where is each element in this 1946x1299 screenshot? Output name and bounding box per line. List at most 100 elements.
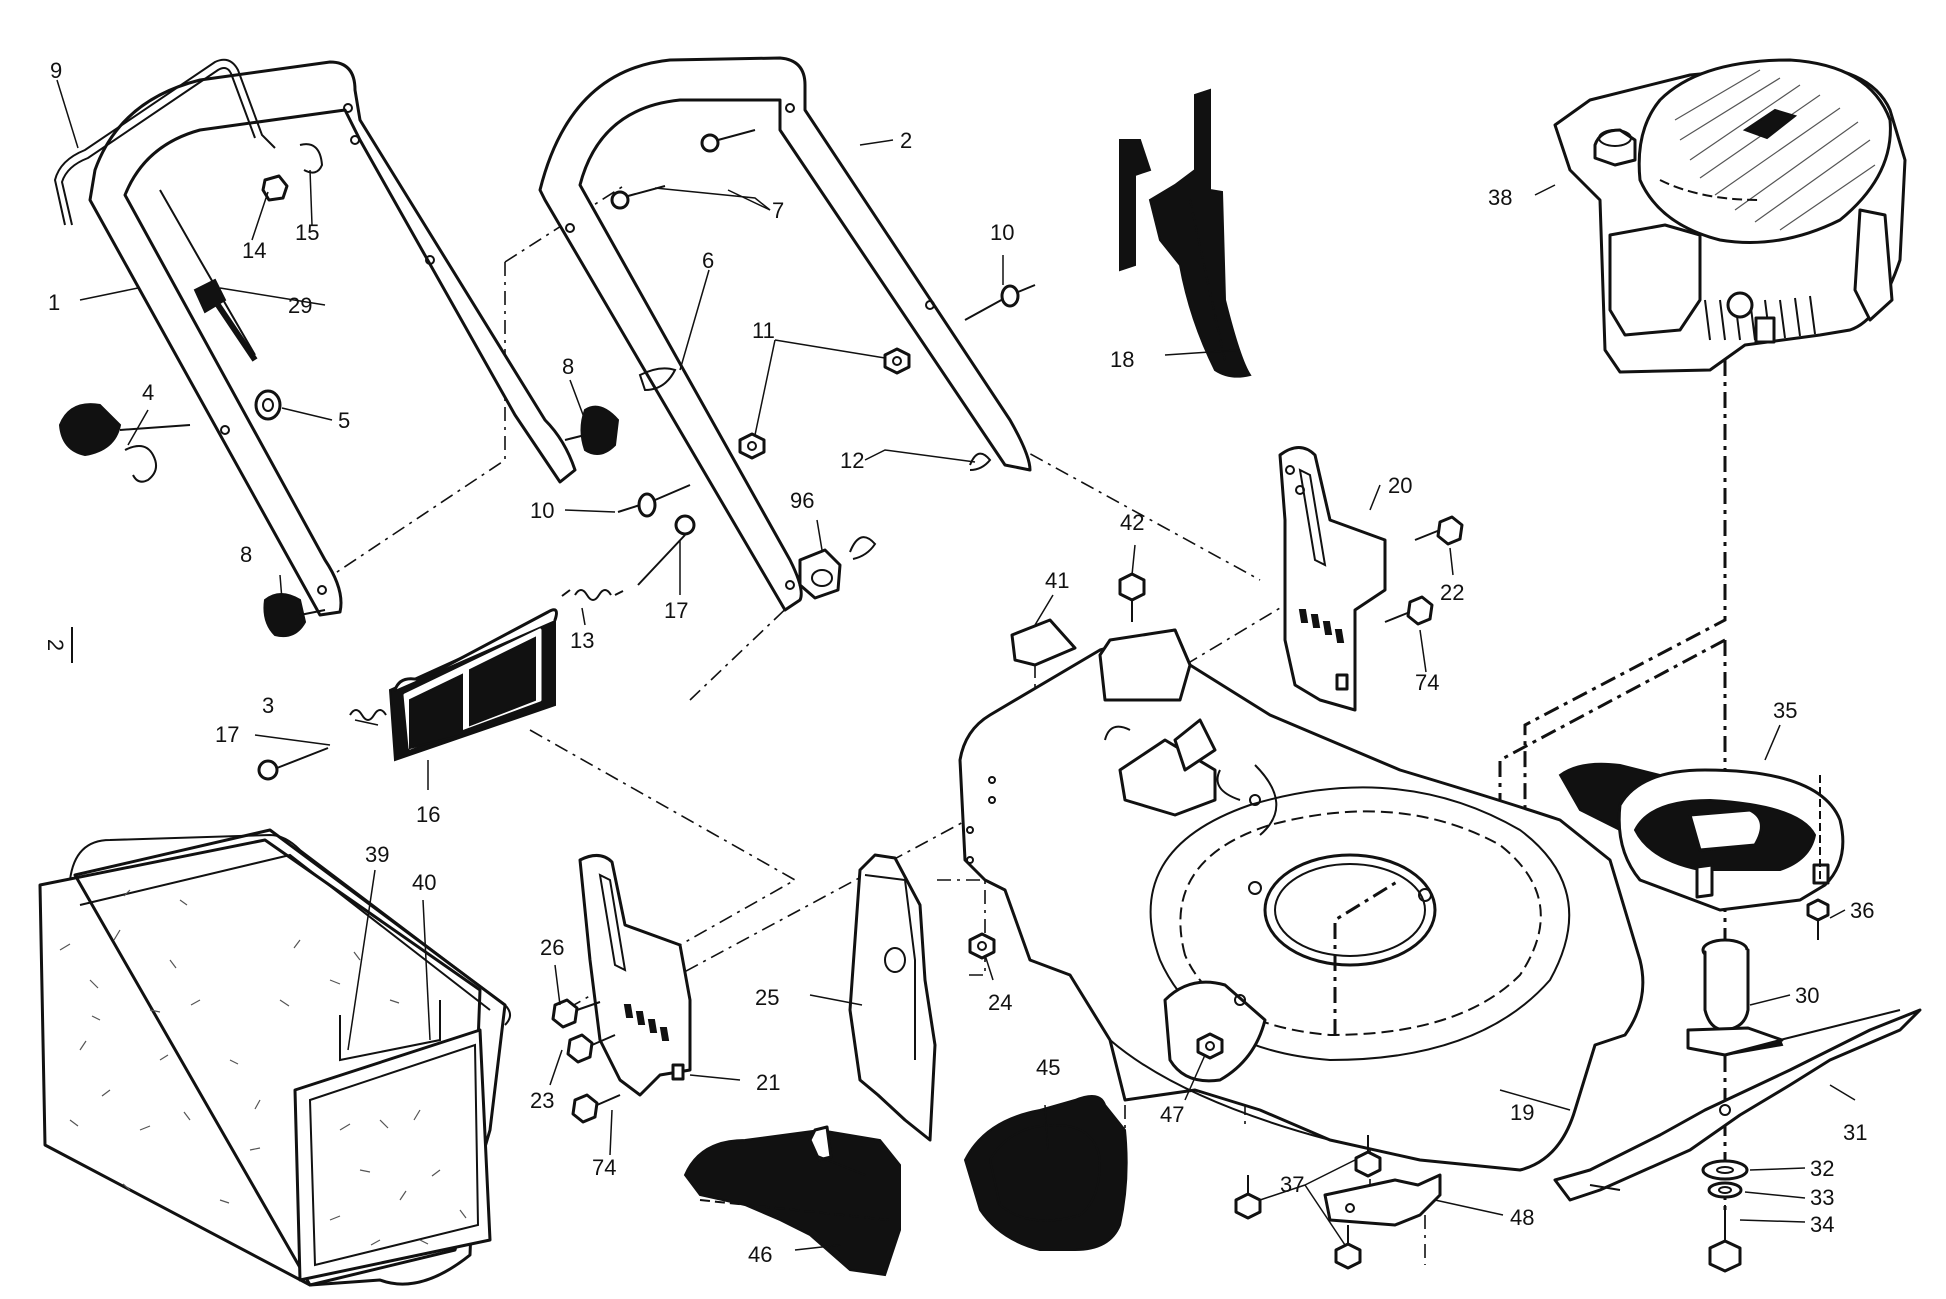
label-part-29: 29: [288, 293, 312, 318]
bolt-part-23: [566, 1033, 616, 1064]
height-bracket-part-20: [1278, 446, 1387, 712]
label-part-21: 21: [756, 1070, 780, 1095]
screw-part-42: [1118, 572, 1146, 622]
bolt-part-37-bottom: [1334, 1225, 1362, 1270]
label-part-13: 13: [570, 628, 594, 653]
label-part-25: 25: [755, 985, 779, 1010]
label-part-35: 35: [1773, 698, 1797, 723]
blade-adapter-part-30: [1686, 938, 1784, 1057]
label-part-18: 18: [1110, 347, 1134, 372]
rear-shield-part-46: [683, 1125, 901, 1277]
label-part-26: 26: [540, 935, 564, 960]
label-part-34: 34: [1810, 1212, 1834, 1237]
stud-part-10-left: [617, 484, 691, 518]
bolt-part-7-lower: [610, 185, 666, 210]
blade-bolt-part-34: [1708, 1205, 1742, 1273]
label-part-4: 4: [142, 380, 154, 405]
label-part-30: 30: [1795, 983, 1819, 1008]
label-part-7: 7: [772, 198, 784, 223]
label-part-8b: 8: [240, 542, 252, 567]
label-part-20: 20: [1388, 473, 1412, 498]
bolt-part-37-left: [1234, 1175, 1262, 1220]
label-part-40: 40: [412, 870, 436, 895]
page-number: 2: [43, 639, 68, 651]
label-part-42: 42: [1120, 510, 1144, 535]
label-part-10b: 10: [530, 498, 554, 523]
bolt-part-74-left: [571, 1093, 621, 1124]
label-part-8a: 8: [562, 354, 574, 379]
label-part-74b: 74: [592, 1155, 616, 1180]
rear-door-part-16: [388, 608, 558, 762]
nut-part-11-upper: [883, 347, 911, 375]
label-part-2: 2: [900, 128, 912, 153]
label-part-31: 31: [1843, 1120, 1867, 1145]
label-part-23: 23: [530, 1088, 554, 1113]
mulch-door-part-45: [963, 1095, 1128, 1251]
label-part-14: 14: [242, 238, 266, 263]
bolt-part-22: [1414, 515, 1464, 546]
handle-knob-part-8-right: [564, 405, 620, 455]
label-part-96: 96: [790, 488, 814, 513]
label-part-33: 33: [1810, 1185, 1834, 1210]
bolt-part-17-lower: [257, 747, 329, 781]
label-part-1: 1: [48, 290, 60, 315]
baffle-part-41: [1010, 618, 1077, 667]
label-part-11: 11: [752, 318, 775, 343]
spring-part-13: [561, 589, 624, 601]
clip-part-96: [798, 548, 842, 600]
lower-handle-part-2: [538, 56, 1032, 612]
screw-part-36: [1806, 898, 1830, 940]
upper-handle-part-1: [88, 60, 577, 617]
grass-catcher-part-39-40: [38, 828, 511, 1287]
height-bracket-part-21: [578, 854, 692, 1097]
washer-part-32: [1701, 1159, 1749, 1181]
label-part-19: 19: [1510, 1100, 1534, 1125]
label-part-6: 6: [702, 248, 714, 273]
part-labels: 1 2 3 4 5 6 7 8 8 9 10 10 11 12 13 14 15…: [48, 58, 1874, 1267]
label-part-10a: 10: [990, 220, 1014, 245]
nut-part-11-lower: [738, 432, 766, 460]
bolt-part-74-right: [1384, 595, 1434, 626]
spacer-part-24: [968, 932, 996, 960]
label-part-41: 41: [1045, 568, 1069, 593]
bracket-part-48: [1323, 1173, 1442, 1227]
label-part-24: 24: [988, 990, 1012, 1015]
bolt-part-17-upper: [637, 514, 696, 586]
blade-adapter-part-35: [1558, 762, 1845, 912]
label-part-16: 16: [416, 802, 440, 827]
mulch-cover-part-25: [848, 853, 937, 1142]
label-part-37: 37: [1280, 1172, 1304, 1197]
bolt-part-7-upper: [700, 129, 756, 153]
label-part-5: 5: [338, 408, 350, 433]
engine-mount-lines: [1333, 360, 1727, 1215]
bolt-part-37-right: [1354, 1135, 1382, 1178]
spring-part-3: [349, 709, 387, 721]
label-part-32: 32: [1810, 1156, 1834, 1181]
nut-part-47: [1196, 1032, 1224, 1060]
cable-parts: [159, 143, 324, 362]
engine-part-38: [1553, 58, 1907, 374]
mulch-plug-part-18: [1119, 88, 1252, 378]
label-part-17a: 17: [215, 722, 239, 747]
stud-part-10-right: [964, 284, 1036, 321]
label-part-38: 38: [1488, 185, 1512, 210]
leader-lines: [56, 79, 1856, 1251]
label-part-47: 47: [1160, 1102, 1184, 1127]
label-part-48: 48: [1510, 1205, 1534, 1230]
label-part-74a: 74: [1415, 670, 1439, 695]
mower-deck-part-19: [958, 628, 1645, 1172]
label-part-15: 15: [295, 220, 319, 245]
label-part-36: 36: [1850, 898, 1874, 923]
blade-part-31: [1553, 1008, 1922, 1202]
label-part-45: 45: [1036, 1055, 1060, 1080]
label-part-3: 3: [262, 693, 274, 718]
label-part-17b: 17: [664, 598, 688, 623]
hair-pin-part-12: [849, 452, 992, 560]
washer-part-33: [1707, 1181, 1743, 1199]
label-part-22: 22: [1440, 580, 1464, 605]
label-part-9: 9: [50, 58, 62, 83]
label-part-12: 12: [840, 448, 864, 473]
bolt-part-26: [551, 998, 601, 1029]
washer-part-5: [254, 389, 282, 421]
